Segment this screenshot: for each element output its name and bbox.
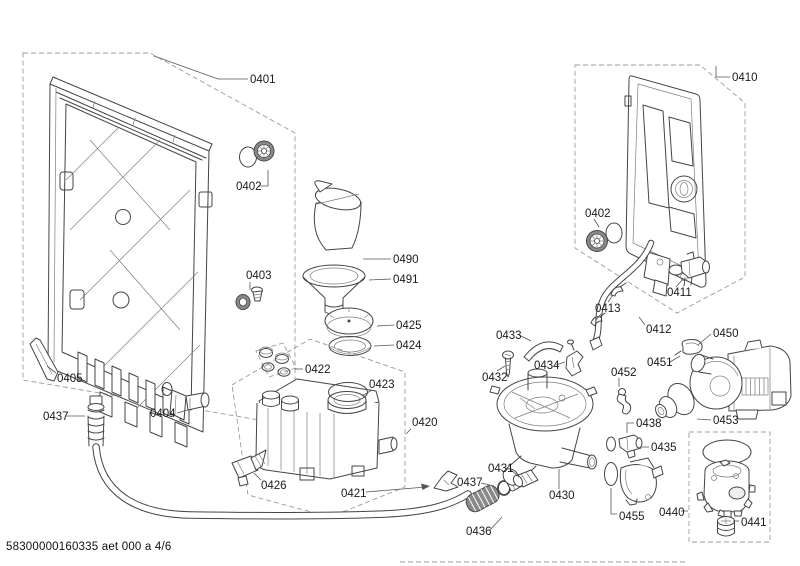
part-door-valve-0404	[161, 382, 210, 421]
callout-0424: 0424	[396, 340, 422, 352]
callout-0422: 0422	[305, 364, 331, 376]
callout-0402-left: 0402	[236, 181, 262, 193]
callout-0401: 0401	[250, 74, 276, 86]
part-fill-valve-0411	[680, 251, 710, 287]
part-clamp-0451	[674, 339, 703, 356]
group-box-inner-door	[574, 64, 746, 314]
callout-0433: 0433	[496, 330, 522, 342]
callout-0430: 0430	[549, 490, 575, 502]
callout-0405: 0405	[57, 373, 83, 385]
callout-0423: 0423	[369, 379, 395, 391]
part-drain-pump-0455	[604, 457, 664, 506]
part-heatpump-0440	[696, 439, 756, 520]
part-regen-valve-0426	[231, 449, 267, 487]
part-rosette-right	[586, 222, 623, 252]
callout-0437-left: 0437	[43, 411, 69, 423]
callout-labels: 0401 0402 0403 0404 0405 0437 0410 0402 …	[43, 72, 767, 538]
callout-0412: 0412	[646, 324, 672, 336]
part-seal-kit-0422	[259, 346, 291, 377]
group-box-heat-pump	[688, 431, 771, 543]
part-seal-ring-0424	[328, 336, 372, 356]
callout-0432: 0432	[482, 372, 508, 384]
part-oring-0423	[328, 382, 368, 402]
part-bracket-0434	[565, 339, 584, 377]
part-inner-door-panel	[624, 75, 707, 297]
part-rosette-left	[253, 140, 275, 162]
part-screw-0432	[502, 350, 514, 378]
part-bracket-0452	[616, 388, 632, 415]
callout-0413: 0413	[595, 303, 621, 315]
callout-0420: 0420	[412, 417, 438, 429]
leader-lines	[46, 55, 739, 531]
part-circulation-pump-0450	[689, 339, 792, 420]
callout-0451: 0451	[647, 357, 673, 369]
callout-0438: 0438	[636, 418, 662, 430]
part-hinge-lever-0405	[29, 337, 59, 382]
callout-0431: 0431	[488, 463, 514, 475]
callout-0402-right: 0402	[585, 208, 611, 220]
callout-0450: 0450	[713, 328, 739, 340]
footer-document-code: 58300000160335 aet 000 a 4/6	[6, 541, 172, 553]
callout-0455: 0455	[619, 511, 645, 523]
part-hose-clips-0413	[590, 282, 627, 327]
callout-0437-center: 0437	[457, 477, 483, 489]
callout-0441: 0441	[741, 517, 767, 529]
callout-0411: 0411	[667, 287, 692, 299]
part-check-valve-0435	[606, 434, 643, 459]
part-drain-hose	[87, 395, 524, 520]
callout-0421: 0421	[341, 488, 367, 500]
part-cap-0441	[717, 516, 735, 537]
callout-0440: 0440	[659, 507, 685, 519]
callout-0403: 0403	[246, 270, 272, 282]
part-cone-adapter-0453	[654, 382, 695, 419]
callout-0490: 0490	[393, 254, 419, 266]
part-clip-0421	[433, 470, 459, 492]
callout-0435: 0435	[651, 442, 677, 454]
group-box-seal-kit	[255, 342, 297, 378]
part-grommet-screw-0403	[235, 286, 263, 310]
part-funnel-0491	[302, 264, 366, 315]
part-salt-funnel-jug-0490	[313, 180, 362, 251]
callout-0453: 0453	[713, 415, 739, 427]
group-box-softener	[231, 338, 406, 518]
callout-0404: 0404	[150, 408, 176, 420]
part-hose-connector-0437-left	[89, 395, 103, 405]
callout-0410: 0410	[732, 72, 758, 84]
callout-0434: 0434	[534, 360, 560, 372]
part-salt-cap-0425	[324, 307, 374, 338]
part-softener-tank	[255, 378, 398, 481]
part-nipple-0431	[512, 469, 539, 488]
callout-0436: 0436	[466, 526, 492, 538]
part-clamp-arc-0433	[523, 341, 564, 362]
callout-0452: 0452	[611, 367, 637, 379]
part-outer-door-panel	[47, 76, 213, 448]
part-hose-0412	[589, 239, 655, 351]
callout-0425: 0425	[396, 320, 422, 332]
group-box-outer-door	[22, 52, 296, 427]
callout-0426: 0426	[261, 480, 287, 492]
callout-0491: 0491	[393, 274, 419, 286]
